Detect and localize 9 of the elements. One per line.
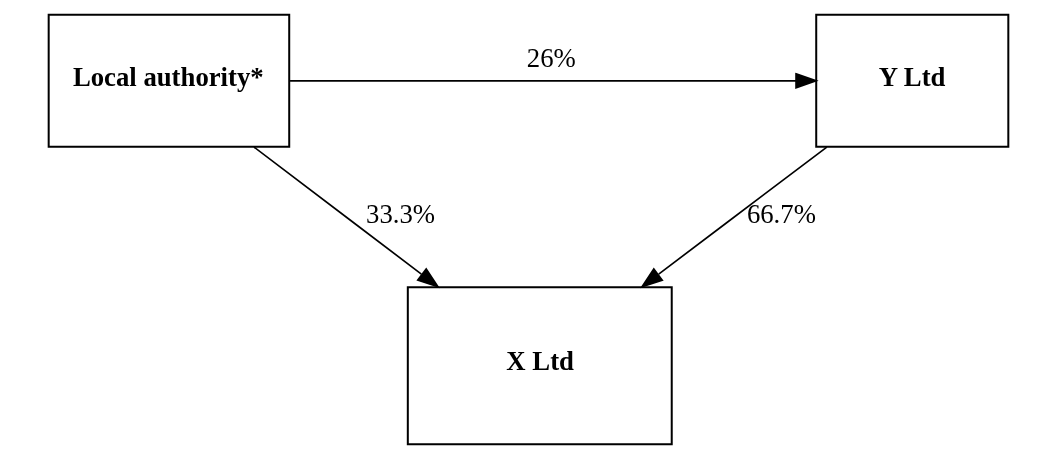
- edge-label: 66.7%: [746, 199, 816, 230]
- edge-label: 26%: [526, 43, 576, 74]
- node-box: X Ltd: [406, 286, 673, 446]
- node-box: Y Ltd: [814, 13, 1009, 148]
- arrow: [288, 72, 819, 90]
- arrow: [639, 146, 828, 289]
- node-box: Local authority*: [47, 13, 290, 148]
- edge-label: 33.3%: [365, 199, 435, 230]
- arrow: [252, 146, 440, 289]
